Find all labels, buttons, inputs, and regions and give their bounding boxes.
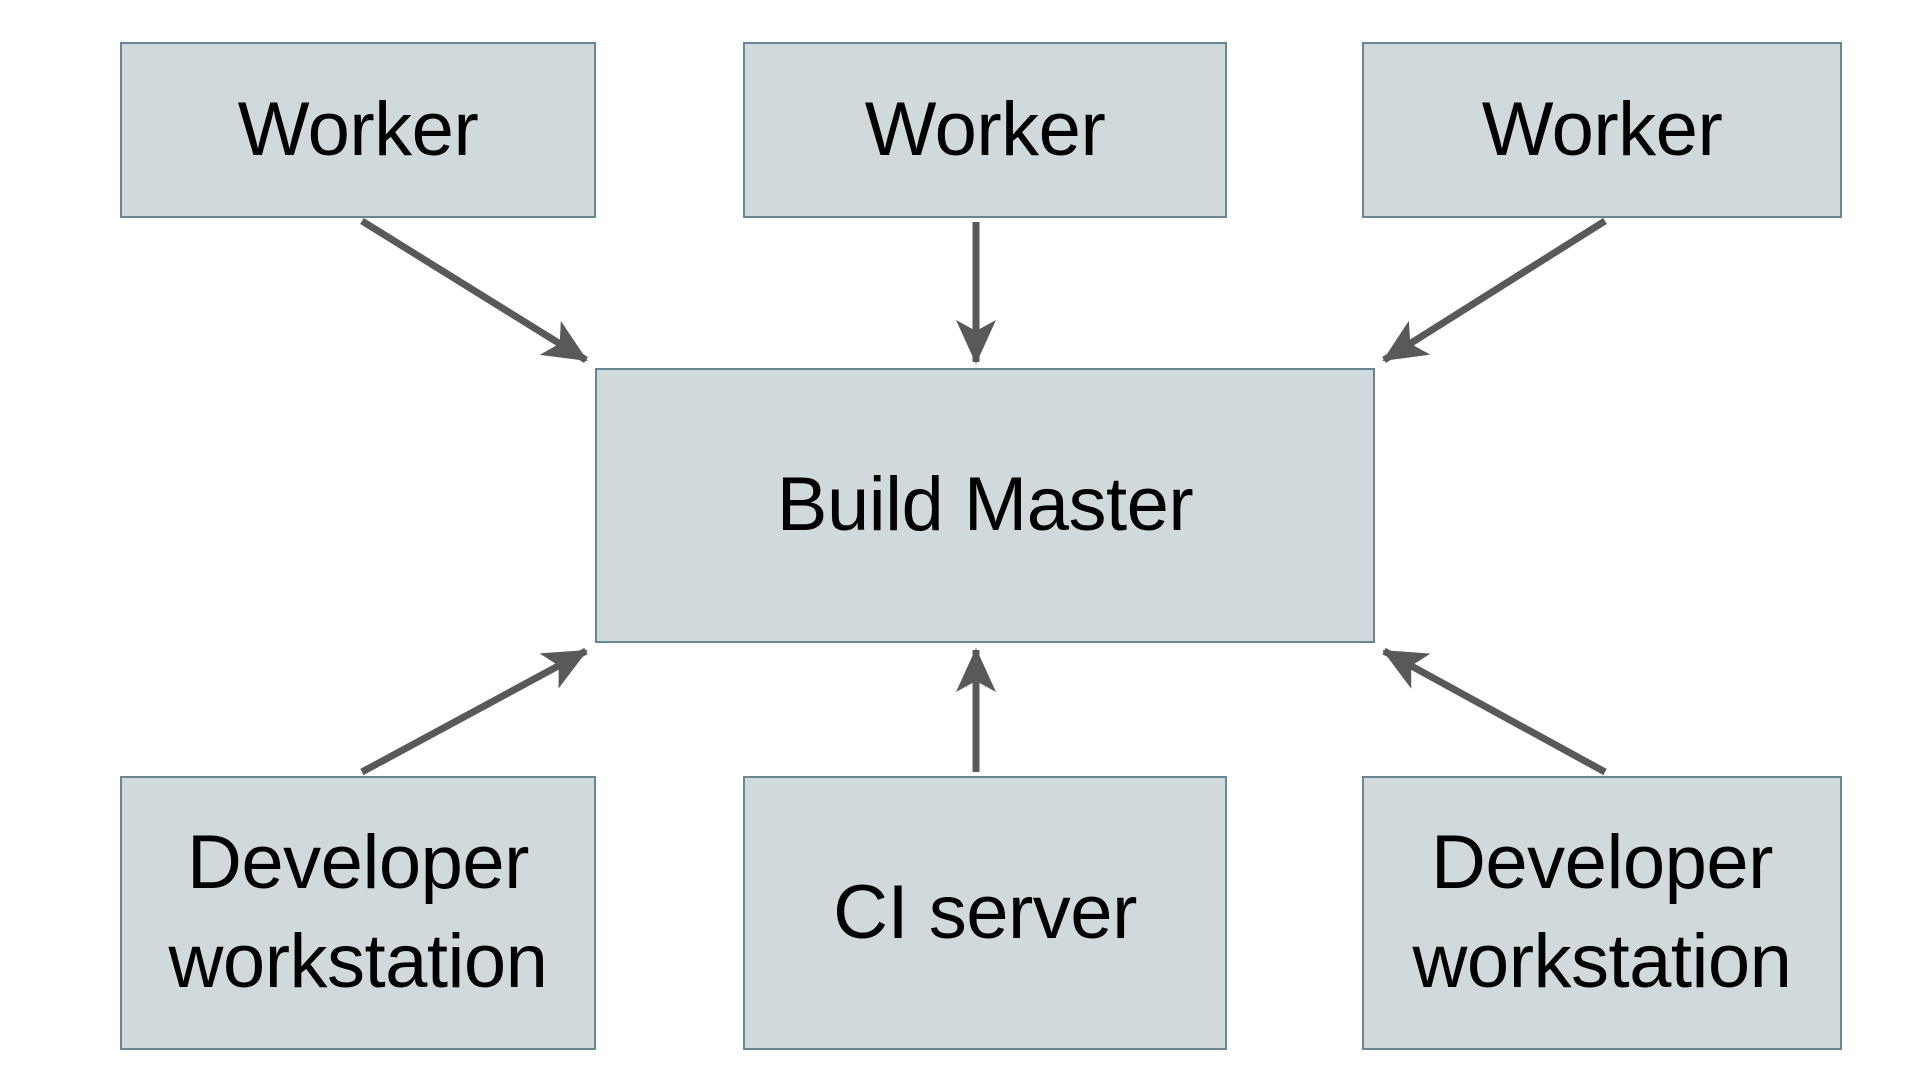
node-worker-3: Worker [1362,42,1842,218]
node-ci-server-label: CI server [833,869,1137,955]
node-worker-3-label: Worker [1481,86,1723,172]
node-build-master-label: Build Master [776,462,1194,548]
node-developer-workstation-left: Developer workstation [120,776,596,1050]
node-worker-1-label: Worker [237,86,479,172]
arrow-worker1-to-buildmaster [360,218,588,363]
node-developer-workstation-right-label: Developer workstation [1412,820,1792,1004]
node-worker-2: Worker [743,42,1227,218]
arrow-worker3-to-buildmaster [1382,218,1607,363]
node-worker-2-label: Worker [864,86,1106,172]
node-build-master: Build Master [595,368,1375,643]
node-ci-server: CI server [743,776,1227,1050]
node-worker-1: Worker [120,42,596,218]
node-developer-workstation-left-label: Developer workstation [168,820,548,1004]
arrow-devright-to-buildmaster [1382,647,1607,776]
arrow-devleft-to-buildmaster [360,647,588,776]
node-developer-workstation-right: Developer workstation [1362,776,1842,1050]
